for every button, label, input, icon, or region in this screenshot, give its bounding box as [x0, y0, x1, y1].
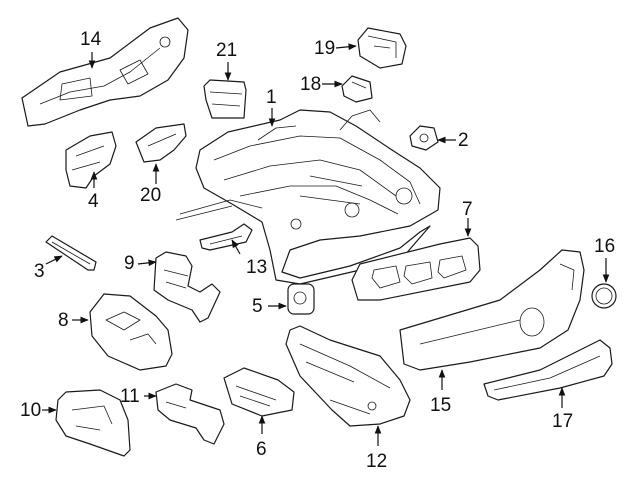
part-13-rail — [199, 223, 253, 251]
callout-12: 12 — [366, 451, 388, 472]
part-14-side-frame — [21, 17, 189, 127]
part-3-strip — [45, 235, 97, 271]
callout-14: 14 — [80, 29, 102, 50]
callout-2: 2 — [458, 130, 469, 151]
callout-13: 13 — [246, 257, 268, 278]
leader-13 — [231, 239, 241, 255]
part-2-washer — [409, 125, 439, 151]
callout-15: 15 — [430, 395, 452, 416]
part-8-switch-panel — [89, 293, 173, 371]
leader-9 — [137, 259, 157, 267]
part-16-knob — [591, 283, 617, 309]
part-9-bracket — [153, 251, 221, 323]
part-19-bracket — [357, 27, 407, 69]
callout-7: 7 — [462, 199, 473, 220]
part-1-seat-frame — [175, 109, 441, 285]
leader-19 — [335, 43, 357, 51]
part-4-bracket — [65, 131, 117, 189]
callout-17: 17 — [552, 411, 574, 432]
callout-10: 10 — [20, 400, 42, 421]
callout-21: 21 — [216, 40, 238, 61]
part-5-motor — [287, 283, 315, 315]
part-7-trim — [351, 237, 481, 301]
callout-8: 8 — [58, 310, 69, 331]
leader-3 — [45, 255, 63, 265]
part-18-bracket — [341, 75, 373, 103]
callout-18: 18 — [300, 74, 322, 95]
part-20-bracket — [135, 123, 187, 163]
callout-11: 11 — [120, 386, 140, 407]
part-10-switch-housing — [55, 389, 131, 457]
callout-19: 19 — [314, 38, 336, 59]
part-11-bracket — [155, 383, 225, 445]
callout-5: 5 — [252, 296, 263, 317]
callout-4: 4 — [88, 191, 99, 212]
callout-9: 9 — [124, 253, 135, 274]
callout-6: 6 — [256, 439, 267, 460]
part-15-side-shield — [399, 249, 585, 371]
callout-3: 3 — [34, 261, 45, 282]
callout-20: 20 — [140, 185, 162, 206]
part-6-module — [223, 367, 295, 417]
leader-lines — [42, 43, 610, 446]
callout-16: 16 — [594, 236, 616, 257]
callout-1: 1 — [266, 87, 277, 108]
part-17-lower-trim — [483, 339, 613, 401]
part-12-track — [285, 325, 411, 427]
part-21-clip — [203, 79, 247, 119]
